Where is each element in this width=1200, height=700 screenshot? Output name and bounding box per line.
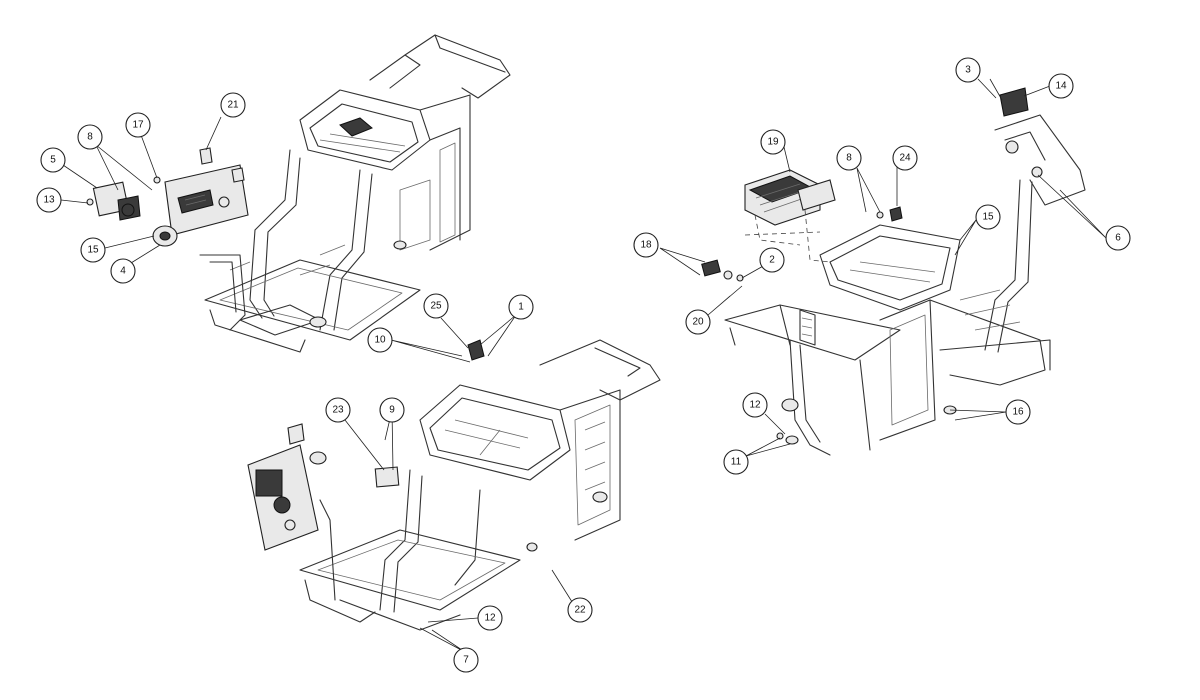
callout-1: 1 [508, 294, 534, 320]
callout-9-label: 9 [389, 405, 395, 416]
callout-10: 10 [367, 327, 393, 353]
callout-14-label: 14 [1055, 81, 1067, 92]
callout-15-left-label: 15 [87, 245, 99, 256]
callout-19-label: 19 [767, 137, 779, 148]
frame-assembly-right [724, 114, 1086, 456]
callout-13: 13 [36, 187, 62, 213]
callout-3-label: 3 [965, 65, 971, 76]
callout-7: 7 [453, 647, 479, 673]
leader-lines [60, 78, 1107, 653]
callout-5-label: 5 [50, 155, 56, 166]
callout-4: 4 [110, 258, 136, 284]
callout-20-label: 20 [692, 317, 704, 328]
callout-8-right-label: 8 [846, 153, 852, 164]
callout-2-label: 2 [769, 255, 775, 266]
callout-18-label: 18 [640, 240, 652, 251]
callout-11-label: 11 [731, 457, 742, 468]
callout-18: 18 [633, 232, 659, 258]
callout-8-right: 8 [836, 145, 862, 171]
callout-17-label: 17 [132, 120, 144, 131]
callout-19: 19 [760, 129, 786, 155]
callout-12-right: 12 [742, 392, 768, 418]
callout-1-label: 1 [518, 302, 524, 313]
callout-24-label: 24 [899, 153, 911, 164]
dash-panel-bottom [247, 339, 485, 551]
callout-24: 24 [892, 145, 918, 171]
callout-25-label: 25 [430, 301, 442, 312]
dash-panel-left [86, 147, 249, 247]
callout-15-right: 15 [975, 204, 1001, 230]
callout-20: 20 [685, 309, 711, 335]
callout-5: 5 [40, 147, 66, 173]
callout-15-left: 15 [80, 237, 106, 263]
callout-17: 17 [125, 112, 151, 138]
callout-7-label: 7 [463, 655, 469, 666]
callout-12-bottom-label: 12 [484, 613, 496, 624]
callout-23-label: 23 [332, 405, 344, 416]
callout-13-label: 13 [43, 195, 55, 206]
callout-21-label: 21 [227, 100, 239, 111]
callout-22: 22 [567, 597, 593, 623]
callout-21: 21 [220, 92, 246, 118]
callout-16: 16 [1005, 399, 1031, 425]
callout-4-label: 4 [120, 266, 126, 277]
callout-16-label: 16 [1012, 407, 1024, 418]
callout-6-label: 6 [1115, 233, 1121, 244]
callout-22-label: 22 [574, 605, 586, 616]
callout-9: 9 [379, 397, 405, 423]
frame-assembly-bottom-center [299, 339, 661, 631]
callout-8-left: 8 [77, 124, 103, 150]
callout-8-left-label: 8 [87, 132, 93, 143]
callout-6: 6 [1105, 225, 1131, 251]
callout-3: 3 [955, 57, 981, 83]
right-loose-parts [701, 87, 1043, 445]
frame-assembly-top-left [199, 34, 511, 353]
callout-15-right-label: 15 [982, 212, 994, 223]
callout-2: 2 [759, 247, 785, 273]
callout-12-right-label: 12 [749, 400, 761, 411]
callout-11: 11 [723, 449, 749, 475]
callout-23: 23 [325, 397, 351, 423]
callout-10-label: 10 [374, 335, 386, 346]
callout-12-bottom: 12 [477, 605, 503, 631]
callout-14: 14 [1048, 73, 1074, 99]
callout-25: 25 [423, 293, 449, 319]
